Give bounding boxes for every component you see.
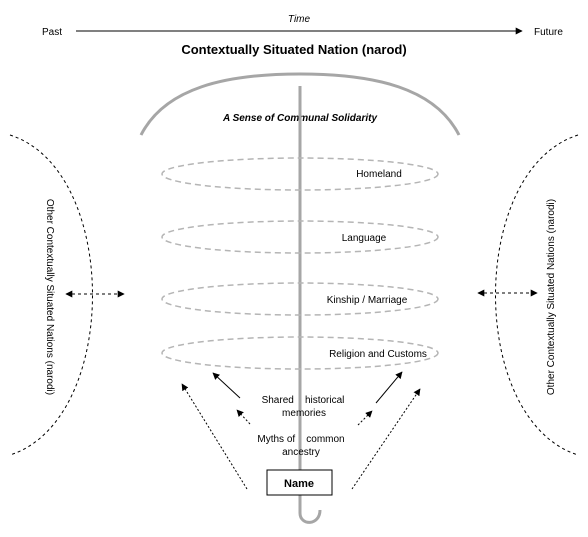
myths-line2: ancestry xyxy=(282,447,320,458)
homeland-ellipse xyxy=(161,157,439,191)
religion-label: Religion and Customs xyxy=(329,349,427,360)
timeline: Past Time Future xyxy=(42,14,563,38)
shared-memories-line2: memories xyxy=(282,408,326,419)
language-ellipse xyxy=(161,220,439,254)
dotted-arrow-short-left xyxy=(236,409,251,425)
future-label: Future xyxy=(534,27,563,38)
solid-arrow-left xyxy=(212,372,241,399)
solidarity-arc xyxy=(139,72,461,136)
homeland-label: Homeland xyxy=(356,169,402,180)
kinship-ellipse xyxy=(161,282,439,316)
kinship-label: Kinship / Marriage xyxy=(327,295,408,306)
myths-line1: Myths of common xyxy=(257,434,344,445)
language-label: Language xyxy=(342,233,387,244)
left-nations-arc xyxy=(9,134,93,456)
name-box-label: Name xyxy=(284,478,314,490)
solid-arrow-right xyxy=(375,371,403,404)
past-label: Past xyxy=(42,27,62,38)
diagram-title: Contextually Situated Nation (narod) xyxy=(181,42,406,57)
name-box xyxy=(266,469,333,496)
religion-ellipse xyxy=(161,336,439,370)
right-nations-label: Other Contextually Situated Nations (nar… xyxy=(546,199,557,395)
time-label: Time xyxy=(288,14,311,25)
dotted-arrow-long-right xyxy=(351,388,421,490)
left-nations-label: Other Contextually Situated Nations (nar… xyxy=(44,199,55,395)
shared-memories-line1: Shared historical xyxy=(262,395,345,406)
dotted-arrow-short-right xyxy=(357,410,373,426)
dotted-arrow-long-left xyxy=(181,383,248,490)
right-nations-arc xyxy=(495,134,579,456)
central-stem xyxy=(298,86,322,524)
